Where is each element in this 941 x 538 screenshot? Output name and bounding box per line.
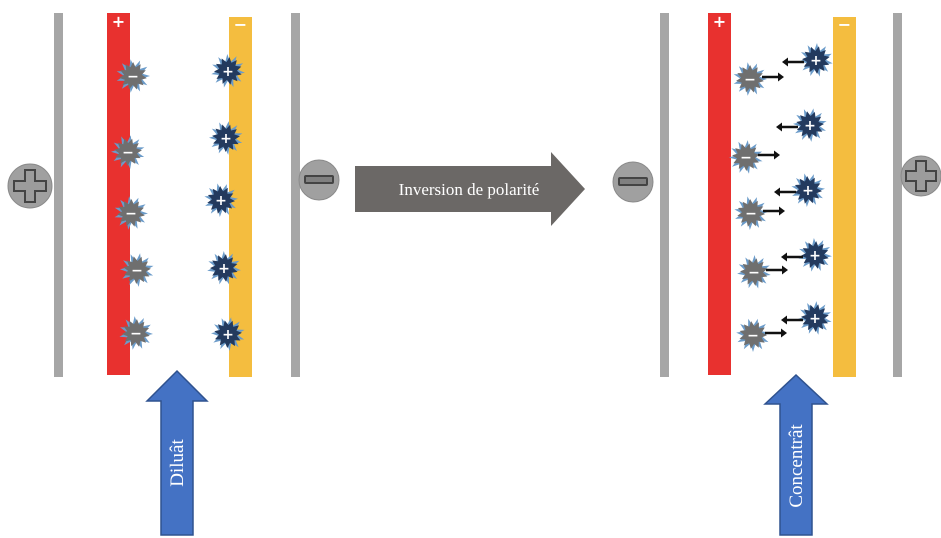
- anion-ion: −: [111, 135, 145, 169]
- cation-sign: +: [810, 53, 822, 69]
- anion-ion: −: [114, 196, 148, 230]
- concentrate-label: Concentrât: [786, 424, 807, 508]
- cation-sign: +: [809, 248, 821, 264]
- anion-ion: −: [120, 253, 154, 287]
- anion-ion: −: [729, 140, 763, 174]
- cation-ion: +: [207, 251, 241, 285]
- negative-badge: [298, 159, 340, 201]
- ion-release-arrow: [774, 187, 796, 197]
- released-ions-after: − − − − − + + + + +: [729, 43, 833, 352]
- negative-badge: [612, 161, 654, 203]
- cation-ion: +: [798, 301, 832, 335]
- anion-sign: −: [122, 145, 134, 161]
- cation-ion: +: [798, 238, 832, 272]
- dilute-label: Diluât: [167, 439, 188, 487]
- ion-release-arrow: [781, 252, 803, 262]
- cation-sign: +: [215, 193, 227, 209]
- membrane-plus-sign: +: [713, 12, 726, 31]
- polarity-inversion-arrow: Inversion de polarité: [355, 152, 585, 226]
- ion-release-arrow: [781, 315, 803, 325]
- cation-ion: +: [211, 317, 245, 351]
- cation-ion: +: [791, 173, 825, 207]
- cation-sign: +: [222, 64, 234, 80]
- ion-release-arrow: [758, 150, 780, 160]
- ion-release-arrow: [765, 328, 787, 338]
- anion-exchange-membrane: [229, 17, 252, 377]
- panel-before: + − − − − − − + + + + + Diluât: [7, 12, 340, 536]
- cation-sign: +: [222, 327, 234, 343]
- cation-ion: +: [209, 121, 243, 155]
- cation-exchange-membrane: [708, 13, 731, 375]
- adsorbed-ions-before: − − − − − + + + + +: [111, 54, 245, 351]
- anion-sign: −: [748, 265, 760, 281]
- cation-ion: +: [793, 108, 827, 142]
- anion-ion: −: [737, 255, 771, 289]
- anion-sign: −: [744, 72, 756, 88]
- ion-release-arrow: [766, 265, 788, 275]
- ion-release-arrow: [762, 72, 784, 82]
- anion-sign: −: [127, 69, 139, 85]
- positive-badge: [900, 155, 941, 197]
- cation-sign: +: [218, 261, 230, 277]
- cation-ion: +: [204, 183, 238, 217]
- ion-release-arrow: [763, 206, 785, 216]
- cation-sign: +: [804, 118, 816, 134]
- anion-ion: −: [116, 59, 150, 93]
- cation-exchange-membrane: [107, 13, 130, 375]
- ion-release-arrow: [776, 122, 798, 132]
- polarity-inversion-label: Inversion de polarité: [399, 180, 540, 199]
- anion-ion: −: [119, 316, 153, 350]
- membrane-minus-sign: −: [838, 15, 851, 34]
- panel-after: + − − − − − − + + + + + Concentrât: [612, 12, 941, 536]
- outer-electrode-right: [291, 13, 300, 377]
- cation-sign: +: [809, 311, 821, 327]
- outer-electrode-right: [893, 13, 902, 377]
- dilute-flow-arrow: Diluât: [145, 369, 209, 536]
- concentrate-flow-arrow: Concentrât: [763, 373, 829, 536]
- anion-sign: −: [740, 150, 752, 166]
- anion-sign: −: [745, 206, 757, 222]
- outer-electrode-left: [54, 13, 63, 377]
- membrane-plus-sign: +: [112, 12, 125, 31]
- membrane-minus-sign: −: [234, 15, 247, 34]
- anion-exchange-membrane: [833, 17, 856, 377]
- cation-sign: +: [802, 183, 814, 199]
- positive-badge: [7, 163, 53, 209]
- anion-ion: −: [736, 318, 770, 352]
- anion-sign: −: [131, 263, 143, 279]
- anion-ion: −: [734, 196, 768, 230]
- outer-electrode-left: [660, 13, 669, 377]
- anion-sign: −: [130, 326, 142, 342]
- ion-release-arrow: [782, 57, 804, 67]
- cation-ion: +: [799, 43, 833, 77]
- cation-sign: +: [220, 131, 232, 147]
- cation-ion: +: [211, 54, 245, 88]
- anion-ion: −: [733, 62, 767, 96]
- anion-sign: −: [747, 328, 759, 344]
- anion-sign: −: [125, 206, 137, 222]
